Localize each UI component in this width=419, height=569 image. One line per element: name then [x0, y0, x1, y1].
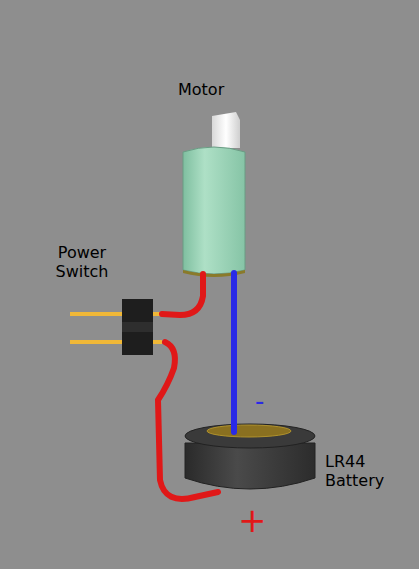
switch-body — [122, 322, 153, 332]
switch-body — [122, 299, 153, 355]
polarity-mark: - — [255, 386, 264, 417]
motor-shaft — [212, 112, 240, 148]
polarity-mark: + — [238, 500, 267, 541]
motor-body — [183, 147, 245, 274]
positive-wire — [158, 342, 218, 499]
part-label: Power Switch — [46, 243, 118, 281]
battery-top — [185, 424, 315, 448]
battery-terminal — [207, 425, 291, 437]
part-label: LR44 Battery — [325, 452, 405, 490]
part-label: Motor — [178, 80, 224, 99]
positive-wire — [162, 274, 203, 315]
battery-body — [185, 443, 315, 489]
negative-wire — [231, 273, 237, 432]
